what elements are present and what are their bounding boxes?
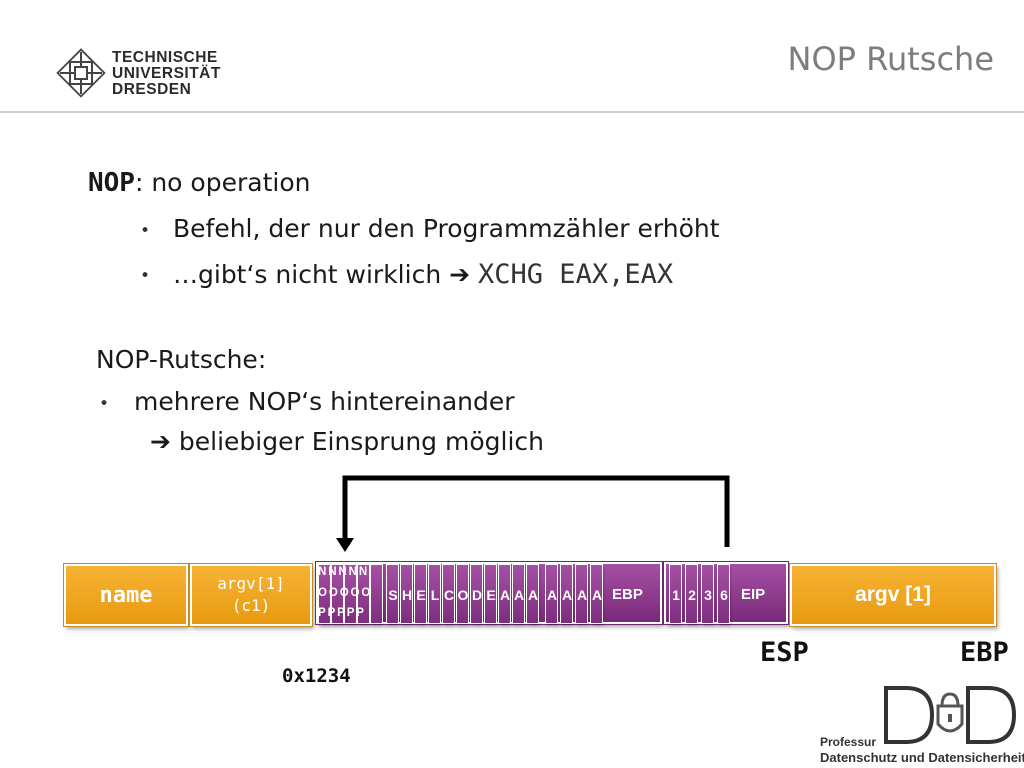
shellcode-cell bbox=[527, 565, 538, 623]
ebp-register-label: EBP bbox=[960, 637, 1009, 668]
shellcode-cell bbox=[401, 565, 412, 623]
shellcode-letter: A bbox=[527, 587, 539, 603]
nop-row-o: OOOOO bbox=[318, 587, 373, 599]
nop-slide-bullet: mehrere NOP‘s hintereinander bbox=[134, 387, 515, 416]
shellcode-cell bbox=[513, 565, 524, 623]
nop-cell bbox=[332, 565, 343, 623]
return-address-cell bbox=[686, 565, 697, 623]
return-address-cell bbox=[718, 565, 729, 623]
university-name-line-1: TECHNISCHE bbox=[112, 49, 218, 66]
address-label: 0x1234 bbox=[282, 665, 351, 687]
padding-cell bbox=[546, 565, 557, 623]
nop-slide-heading: NOP-Rutsche: bbox=[96, 345, 267, 374]
shellcode-letter: H bbox=[401, 587, 413, 603]
arrow-right-icon: ➔ bbox=[150, 427, 171, 456]
shellcode-letter: E bbox=[486, 587, 496, 603]
bullet-dot-icon: • bbox=[140, 221, 151, 241]
university-name-line-2: UNIVERSITÄT bbox=[112, 65, 221, 82]
return-digit: 1 bbox=[672, 587, 680, 603]
nop-row-n: NNNNN bbox=[318, 566, 370, 578]
return-address-cell bbox=[670, 565, 681, 623]
shellcode-letter: E bbox=[416, 587, 426, 603]
return-address-cell bbox=[702, 565, 713, 623]
bullet-2-line: …gibt‘s nicht wirklich ➔ XCHG EAX,EAX bbox=[173, 259, 673, 290]
bullet-1-text: Befehl, der nur den Programmzähler erhöh… bbox=[173, 214, 720, 243]
shellcode-letter: A bbox=[499, 587, 511, 603]
shellcode-letter: A bbox=[513, 587, 525, 603]
return-digit: 3 bbox=[704, 587, 712, 603]
nop-cell bbox=[371, 565, 382, 623]
stack-segment-name: name bbox=[64, 564, 188, 626]
university-name-line-3: DRESDEN bbox=[112, 81, 192, 98]
padding-letter: A bbox=[546, 587, 558, 603]
shellcode-cell bbox=[485, 565, 496, 623]
bullet-2-text: …gibt‘s nicht wirklich bbox=[173, 260, 450, 289]
xchg-instruction: XCHG EAX,EAX bbox=[478, 259, 674, 290]
shellcode-cell bbox=[499, 565, 510, 623]
return-digit: 6 bbox=[720, 587, 728, 603]
nop-cell bbox=[358, 565, 369, 623]
shellcode-cell bbox=[387, 565, 398, 623]
jump-arrow-icon bbox=[336, 475, 730, 552]
padding-cell bbox=[576, 565, 587, 623]
tu-dresden-logo-icon bbox=[56, 48, 106, 98]
dud-logo-icon bbox=[884, 686, 1017, 744]
shellcode-cell bbox=[457, 565, 468, 623]
slide-title: NOP Rutsche bbox=[787, 40, 994, 78]
shellcode-cell bbox=[429, 565, 440, 623]
padding-letter: A bbox=[576, 587, 588, 603]
nop-cell bbox=[345, 565, 356, 623]
nop-definition-line: NOP: no operation bbox=[88, 168, 310, 198]
chair-label: Professur bbox=[820, 735, 877, 749]
return-digit: 2 bbox=[688, 587, 696, 603]
argv-c1-label: argv[1] bbox=[217, 574, 285, 593]
shellcode-letter: S bbox=[388, 587, 398, 603]
nop-cell bbox=[319, 565, 330, 623]
shellcode-letter: D bbox=[471, 587, 483, 603]
shellcode-cell bbox=[443, 565, 454, 623]
nop-slide-result-line: ➔ beliebiger Einsprung möglich bbox=[150, 427, 544, 456]
header-divider bbox=[0, 111, 1024, 113]
nop-row-p: PPPPP bbox=[318, 607, 366, 619]
arrow-right-icon: ➔ bbox=[449, 260, 471, 289]
stack-segment-argv: argv [1] bbox=[790, 564, 996, 626]
shellcode-letter: C bbox=[443, 587, 455, 603]
nop-keyword: NOP bbox=[88, 168, 135, 198]
shellcode-letter: L bbox=[430, 587, 440, 603]
argv-label: argv [1] bbox=[855, 583, 931, 606]
eip-label: EIP bbox=[741, 586, 766, 603]
bullet-dot-icon: • bbox=[140, 266, 151, 286]
padding-letter: A bbox=[591, 587, 603, 603]
padding-cell bbox=[591, 565, 602, 623]
argv-c1-sublabel: (c1) bbox=[231, 596, 271, 615]
shellcode-letter: O bbox=[457, 587, 469, 603]
padding-letter: A bbox=[561, 587, 573, 603]
padding-cell bbox=[561, 565, 572, 623]
shellcode-cell bbox=[415, 565, 426, 623]
ebp-label: EBP bbox=[612, 586, 643, 603]
nop-definition: : no operation bbox=[134, 168, 311, 197]
stack-segment-argv-c1: argv[1] (c1) bbox=[190, 564, 312, 626]
shellcode-cell bbox=[471, 565, 482, 623]
nop-slide-result: beliebiger Einsprung möglich bbox=[178, 427, 544, 456]
esp-register-label: ESP bbox=[760, 637, 809, 668]
name-label: name bbox=[99, 582, 153, 608]
bullet-dot-icon: • bbox=[99, 394, 110, 414]
chair-name: Datenschutz und Datensicherheit bbox=[820, 750, 1024, 765]
